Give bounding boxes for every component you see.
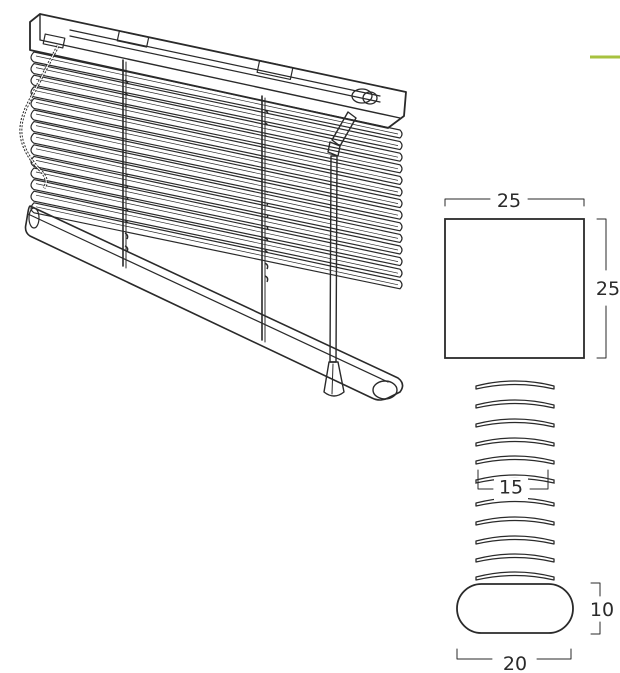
- slat-edge: [35, 136, 399, 216]
- slat-profile: [475, 380, 555, 390]
- slat-edge: [35, 206, 399, 286]
- bottomrail-profile: 10 20: [456, 582, 614, 673]
- slat-width-dimension: 15: [477, 469, 549, 500]
- slat-profile: [475, 571, 555, 581]
- ladder-rung: [264, 275, 269, 283]
- slat-edge: [35, 102, 399, 181]
- slat-profile: [475, 399, 555, 409]
- headrail-square: [444, 218, 585, 359]
- slat-edge: [35, 171, 399, 251]
- slat-profile-stack: [475, 380, 555, 581]
- ladder-rung: [264, 262, 269, 270]
- slat-edge: [35, 67, 399, 146]
- slat-profile: [475, 455, 555, 465]
- headrail-width-label: 25: [497, 190, 521, 212]
- slat-profile: [475, 437, 555, 447]
- slat-edge: [35, 194, 399, 274]
- headrail: [29, 13, 407, 129]
- bottomrail-width-label: 20: [503, 653, 527, 673]
- slat-edge: [35, 113, 399, 193]
- slat-profile: [475, 535, 555, 545]
- headrail-height-label: 25: [596, 278, 620, 300]
- slat-profile: [475, 553, 555, 563]
- headrail-profile: 25 25: [444, 190, 620, 359]
- slat-edge: [35, 148, 399, 228]
- slat-profile: [475, 474, 555, 484]
- bottomrail-oval: [456, 583, 574, 634]
- slat-edge: [35, 125, 399, 204]
- pull-cord: [19, 45, 60, 189]
- ladder-cords: [122, 59, 266, 343]
- tilt-wand: [323, 111, 357, 397]
- slat-profile: [475, 516, 555, 526]
- slat-width-label: 15: [499, 477, 523, 499]
- bottom-rail: [24, 205, 404, 401]
- slat-group: [30, 51, 403, 290]
- slat-profile: [475, 418, 555, 428]
- slat-edge: [35, 183, 399, 262]
- slat-edge: [35, 160, 399, 239]
- blind-illustration: [19, 13, 407, 401]
- bottomrail-height-label: 10: [590, 599, 614, 621]
- slat-edge: [35, 55, 399, 135]
